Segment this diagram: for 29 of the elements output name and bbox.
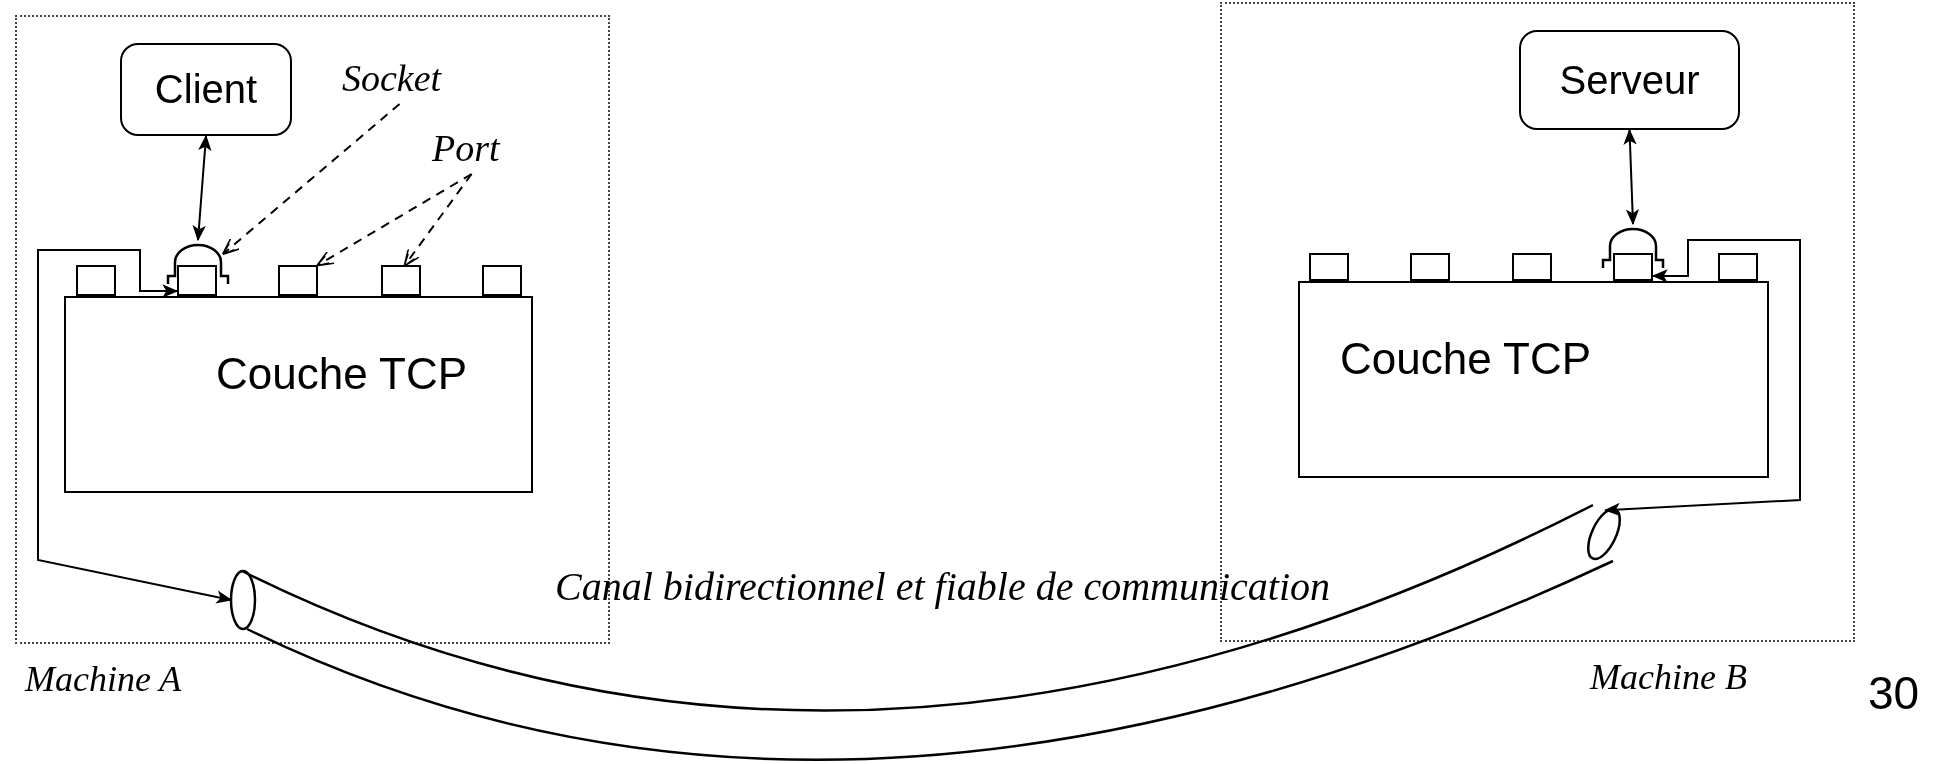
leader-line (316, 173, 473, 267)
layer-box (64, 296, 533, 493)
leader-line (403, 173, 473, 267)
machine-label: Machine B (1590, 658, 1747, 698)
process-box: Client (120, 43, 292, 136)
arrow (37, 249, 233, 604)
port-box (1512, 253, 1552, 281)
process-box: Serveur (1519, 30, 1740, 130)
port-box (1613, 253, 1653, 281)
port-box (381, 265, 421, 296)
callout-label: Socket (342, 57, 442, 99)
channel-label: Canal bidirectionnel et fiable de communication (555, 565, 1331, 609)
leader-line (221, 103, 401, 256)
port-box (177, 265, 217, 296)
arrow (1623, 128, 1640, 226)
layer-label: Couche TCP (216, 350, 468, 399)
port-box (1309, 253, 1349, 281)
port-box (278, 265, 318, 296)
callout-label: Port (432, 127, 500, 169)
port-box (1718, 253, 1758, 281)
port-box (76, 265, 116, 296)
arrow (1604, 239, 1801, 517)
arrow (192, 134, 212, 242)
machine-label: Machine A (25, 660, 182, 700)
layer-label: Couche TCP (1340, 335, 1592, 384)
layer-box (1298, 281, 1769, 478)
port-box (1410, 253, 1450, 281)
page-number: 30 (1868, 668, 1920, 719)
port-box (482, 265, 522, 296)
